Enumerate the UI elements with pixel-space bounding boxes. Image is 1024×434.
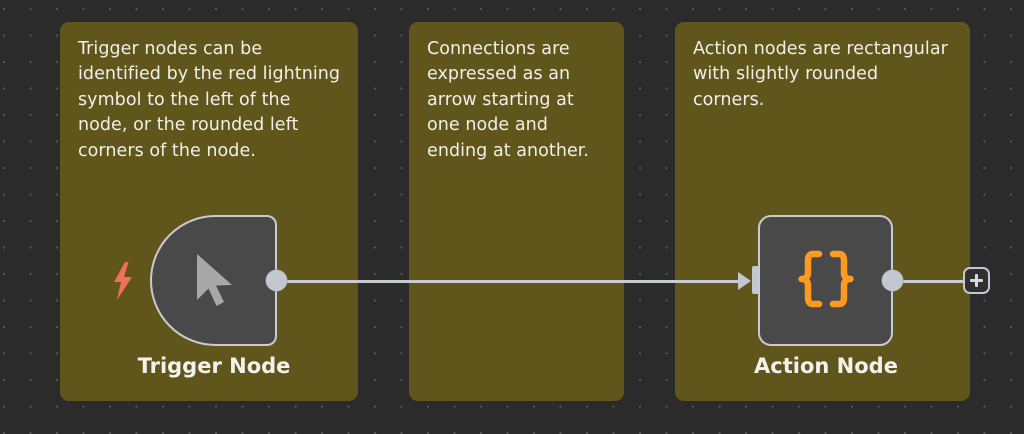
annotation-text-action: Action nodes are rectangular with slight… — [693, 39, 948, 110]
annotation-text-connection: Connections are expressed as an arrow st… — [427, 39, 590, 161]
connection-edge-tail[interactable] — [890, 279, 964, 283]
add-node-button[interactable] — [963, 267, 990, 294]
annotation-text-trigger: Trigger nodes can be identified by the r… — [78, 39, 341, 161]
trigger-node-output-port[interactable] — [266, 270, 287, 291]
annotation-panel-connection: Connections are expressed as an arrow st… — [409, 22, 624, 401]
arrow-head-right-icon — [738, 268, 760, 294]
connection-edge[interactable] — [276, 279, 746, 283]
plus-icon-vertical — [975, 274, 978, 287]
action-node-output-port[interactable] — [882, 270, 903, 291]
action-node-label: Action Node — [754, 354, 898, 378]
curly-braces-icon — [760, 217, 891, 344]
action-node[interactable] — [758, 215, 893, 346]
trigger-node[interactable] — [150, 215, 277, 346]
cursor-pointer-icon — [152, 217, 275, 344]
trigger-node-label: Trigger Node — [137, 354, 291, 378]
lightning-bolt-icon — [112, 262, 134, 300]
